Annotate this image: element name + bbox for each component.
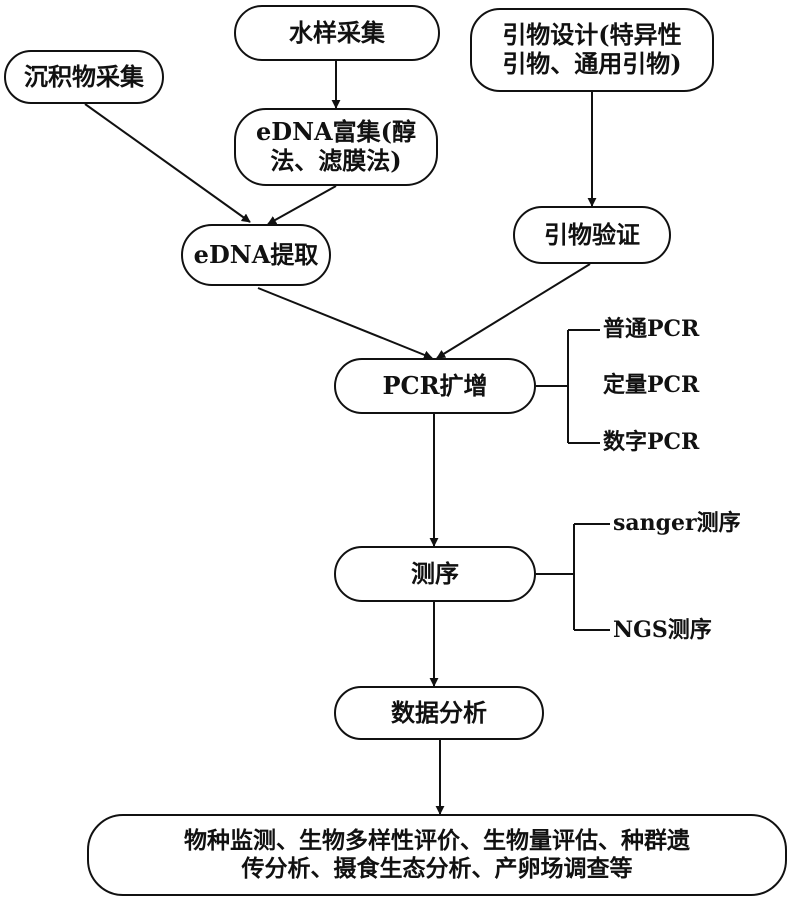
- seq-method-sanger: sanger测序: [613, 510, 741, 536]
- node-label: 引物设计(特异性 引物、通用引物): [502, 20, 682, 78]
- node-label: 沉积物采集: [24, 61, 144, 91]
- node-pcr-amplification: PCR扩增: [334, 358, 536, 414]
- node-applications: 物种监测、生物多样性评价、生物量评估、种群遗 传分析、摄食生态分析、产卵场调查等: [87, 814, 787, 896]
- node-sequencing: 测序: [334, 546, 536, 602]
- node-label: 测序: [411, 558, 459, 588]
- arrow-sediment-to-extraction: [84, 103, 251, 223]
- arrow-extraction-to-pcr: [257, 287, 433, 360]
- node-edna-enrichment: eDNA富集(醇 法、滤膜法): [234, 108, 438, 186]
- node-label: 数据分析: [391, 697, 487, 727]
- node-label: 物种监测、生物多样性评价、生物量评估、种群遗 传分析、摄食生态分析、产卵场调查等: [184, 827, 690, 882]
- node-label: eDNA提取: [193, 239, 319, 269]
- node-water-sampling: 水样采集: [234, 5, 440, 61]
- pcr-method-conventional: 普通PCR: [603, 316, 700, 342]
- node-data-analysis: 数据分析: [334, 686, 544, 740]
- node-label: eDNA富集(醇 法、滤膜法): [256, 117, 416, 175]
- pcr-method-digital: 数字PCR: [603, 429, 700, 455]
- node-sediment-sampling: 沉积物采集: [4, 50, 164, 104]
- node-label: 水样采集: [289, 17, 385, 47]
- node-primer-validation: 引物验证: [513, 206, 671, 264]
- pcr-method-quantitative: 定量PCR: [603, 372, 700, 398]
- node-label: 引物验证: [544, 219, 640, 249]
- arrow-enrichment-to-extraction: [267, 185, 337, 225]
- arrow-validation-to-pcr: [436, 263, 591, 359]
- node-primer-design: 引物设计(特异性 引物、通用引物): [470, 8, 714, 92]
- node-label: PCR扩增: [382, 370, 488, 400]
- node-edna-extraction: eDNA提取: [181, 224, 331, 286]
- seq-method-ngs: NGS测序: [613, 617, 712, 643]
